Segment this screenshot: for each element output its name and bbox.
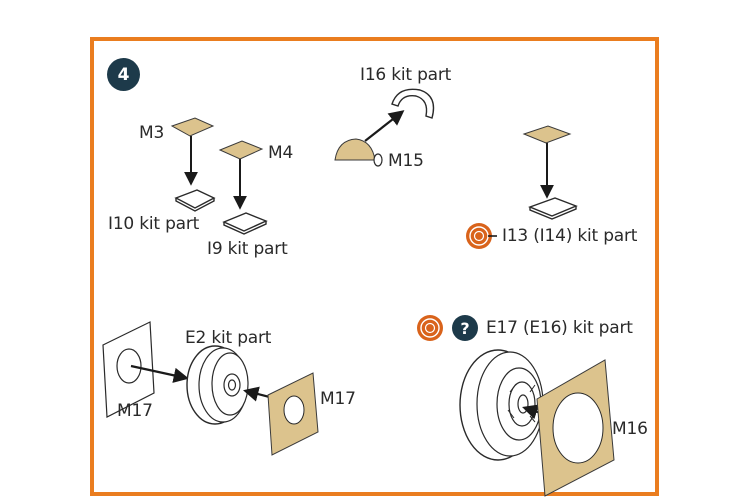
m17-left-part [102,321,155,418]
m15-part [334,138,383,167]
label-e2: E2 kit part [185,328,272,348]
label-i16: I16 kit part [360,65,452,85]
m17-right-part [267,372,319,456]
instruction-frame [90,37,659,496]
i13-part [528,197,578,220]
m16-part [536,359,615,497]
label-m17-left: M17 [117,401,153,421]
label-i13: I13 (I14) kit part [502,226,638,246]
svg-text:?: ? [460,319,469,338]
m4-part [218,140,264,160]
resin-part-icon-e17 [417,315,443,341]
label-m16: M16 [612,419,648,439]
i9-part [222,212,268,235]
label-m17-right: M17 [320,389,356,409]
m3-part [170,117,215,137]
label-m4: M4 [268,143,294,163]
label-m15: M15 [388,151,424,171]
i13-etch-part [522,125,572,144]
m15-arrow [364,110,405,142]
label-e17: E17 (E16) kit part [486,318,633,338]
e2-wheel [186,345,249,425]
label-i10: I10 kit part [108,214,200,234]
i16-part [391,88,435,119]
i10-part [174,189,216,212]
e17-wheel [459,349,544,461]
resin-part-icon [466,223,497,249]
m17-left-arrow [130,364,190,383]
step-number-badge: 4 [107,58,140,91]
label-i9: I9 kit part [207,239,288,259]
question-mark-icon: ? [452,315,478,341]
label-m3: M3 [139,123,165,143]
